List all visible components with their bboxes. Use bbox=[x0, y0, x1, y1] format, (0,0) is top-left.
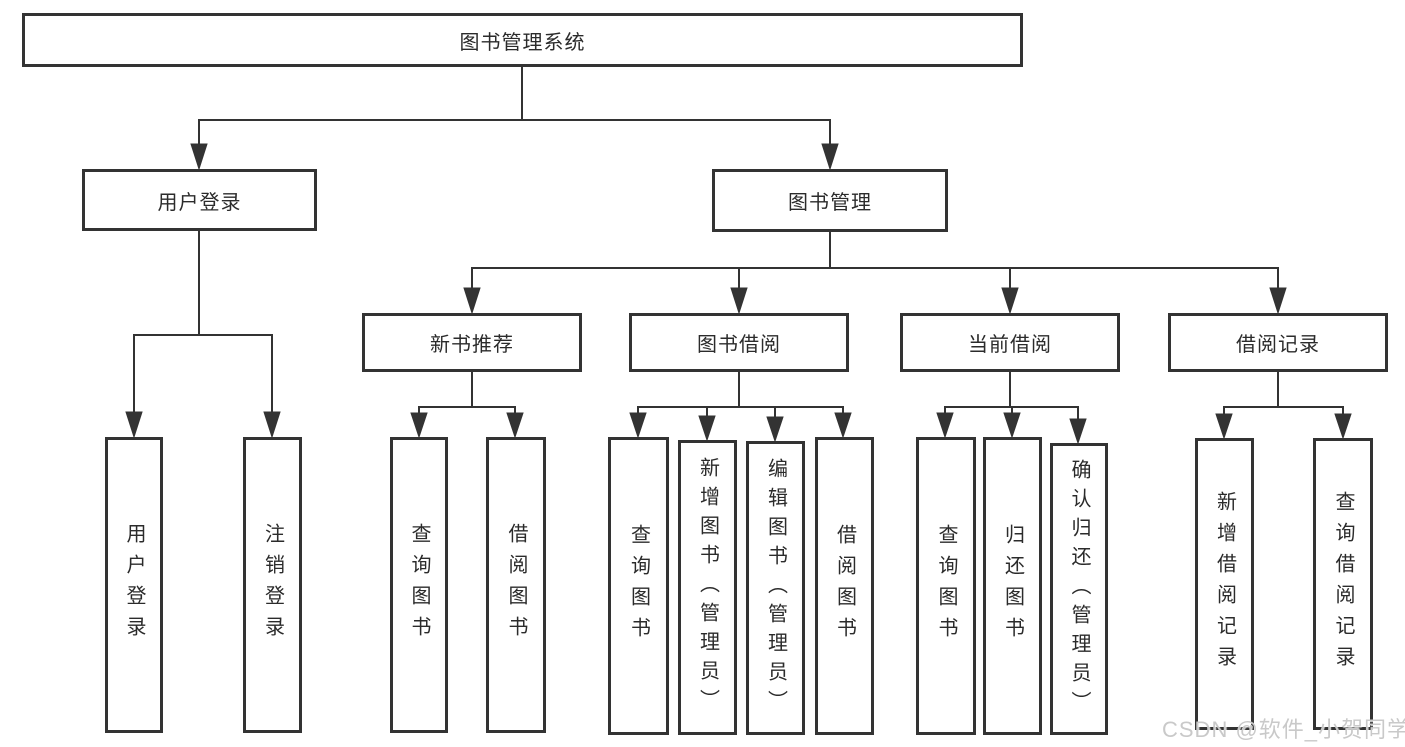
connector-current-borrow-children bbox=[936, 372, 1087, 445]
leaf-records-query-record: 查询借阅记录 bbox=[1313, 438, 1373, 730]
connector-borrow-records-children bbox=[1215, 372, 1352, 440]
node-current-borrow: 当前借阅 bbox=[900, 313, 1120, 372]
leaf-current-return-book: 归还图书 bbox=[983, 437, 1042, 735]
leaf-borrow-edit-book-admin: 编辑图书（管理员） bbox=[746, 441, 805, 735]
leaf-current-confirm-return-admin: 确认归还（管理员） bbox=[1050, 443, 1108, 735]
node-book-borrow: 图书借阅 bbox=[629, 313, 849, 372]
leaf-borrow-query-book: 查询图书 bbox=[608, 437, 669, 735]
node-user-login: 用户登录 bbox=[82, 169, 317, 231]
watermark: CSDN @软件_小贺同学 bbox=[1162, 717, 1405, 742]
leaf-records-add-record: 新增借阅记录 bbox=[1195, 438, 1254, 730]
connector-book-management-to-sections bbox=[463, 232, 1287, 315]
leaf-logout: 注销登录 bbox=[243, 437, 302, 733]
node-root-system: 图书管理系统 bbox=[22, 13, 1023, 67]
connector-root-to-level2 bbox=[190, 67, 839, 171]
node-borrow-records: 借阅记录 bbox=[1168, 313, 1388, 372]
node-new-book-recommend: 新书推荐 bbox=[362, 313, 582, 372]
leaf-user-login: 用户登录 bbox=[105, 437, 163, 733]
node-book-management: 图书管理 bbox=[712, 169, 948, 232]
leaf-newbook-borrow-book: 借阅图书 bbox=[486, 437, 546, 733]
connector-user-login-children bbox=[125, 231, 281, 439]
leaf-borrow-borrow-book: 借阅图书 bbox=[815, 437, 874, 735]
connector-new-book-children bbox=[410, 372, 524, 439]
leaf-newbook-query-book: 查询图书 bbox=[390, 437, 448, 733]
leaf-current-query-book: 查询图书 bbox=[916, 437, 976, 735]
leaf-borrow-add-book-admin: 新增图书（管理员） bbox=[678, 440, 737, 735]
connector-book-borrow-children bbox=[629, 372, 852, 443]
